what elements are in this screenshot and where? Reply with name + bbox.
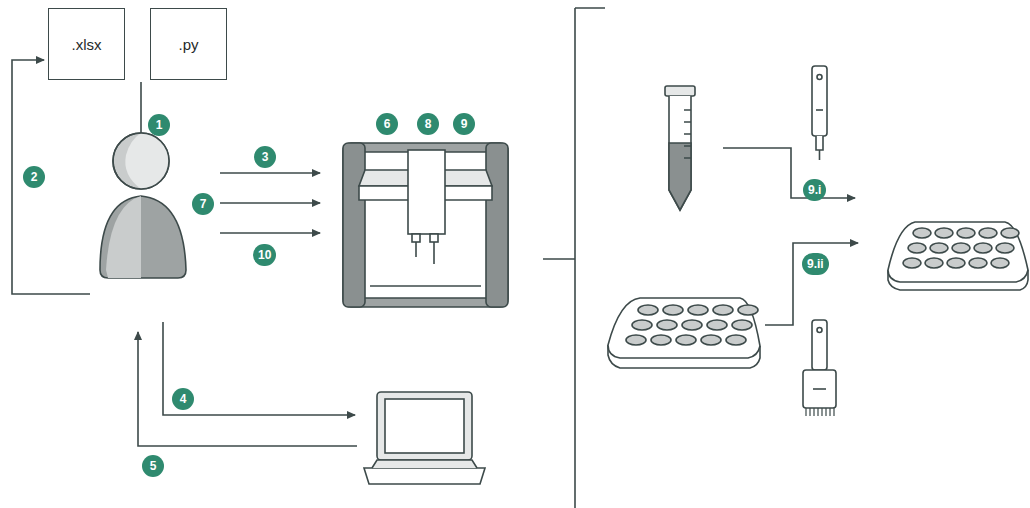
well [638, 305, 658, 315]
well [707, 320, 727, 330]
callout-number: 3 [254, 146, 276, 168]
well [947, 258, 965, 268]
bracket [543, 8, 605, 508]
arrow [220, 202, 320, 204]
arrow [163, 322, 355, 415]
file-name: .py [178, 36, 198, 53]
well [957, 228, 975, 238]
callout-number: 9.ii [802, 253, 829, 275]
callout-number: 5 [142, 455, 164, 477]
well [903, 258, 921, 268]
well [930, 243, 948, 253]
multichannel-pipette [803, 320, 836, 416]
well [913, 228, 931, 238]
well [676, 335, 696, 345]
well [979, 228, 997, 238]
laptop [364, 392, 485, 484]
source-plate [608, 298, 760, 368]
well [974, 243, 992, 253]
callout-number: 6 [376, 113, 398, 135]
callout-number: 9.i [803, 179, 826, 201]
robot [343, 143, 508, 307]
callout-number: 8 [417, 113, 439, 135]
well [991, 258, 1009, 268]
well [738, 305, 758, 315]
tube [665, 86, 695, 210]
single-pipette [812, 66, 827, 160]
well [925, 258, 943, 268]
well [682, 320, 702, 330]
well [935, 228, 953, 238]
well [657, 320, 677, 330]
well [688, 305, 708, 315]
well [663, 305, 683, 315]
well [908, 243, 926, 253]
file-name: .xlsx [72, 36, 102, 53]
loop-arrow [12, 60, 90, 294]
callout-number: 10 [253, 244, 276, 266]
well [651, 335, 671, 345]
arrow [220, 172, 320, 174]
arrow [723, 148, 855, 198]
well [952, 243, 970, 253]
file-box: .py [150, 8, 227, 80]
well [701, 335, 721, 345]
destination-plate [888, 222, 1028, 290]
well [626, 335, 646, 345]
file-box: .xlsx [48, 8, 125, 80]
well [632, 320, 652, 330]
well [969, 258, 987, 268]
well [1001, 228, 1019, 238]
well [996, 243, 1014, 253]
callout-number: 4 [172, 388, 194, 410]
callout-number: 9 [453, 113, 475, 135]
arrow [220, 232, 320, 234]
person-icon [100, 133, 186, 278]
well [732, 320, 752, 330]
callout-number: 1 [148, 114, 170, 136]
callout-number: 7 [192, 193, 214, 215]
well [713, 305, 733, 315]
arrow [765, 243, 858, 325]
well [726, 335, 746, 345]
arrow [138, 332, 357, 446]
callout-number: 2 [23, 166, 45, 188]
